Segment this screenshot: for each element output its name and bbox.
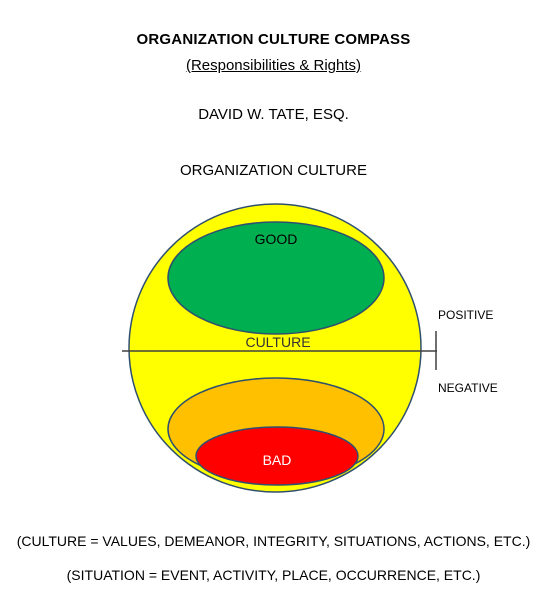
good-label: GOOD xyxy=(255,231,298,247)
author-name: DAVID W. TATE, ESQ. xyxy=(198,106,349,123)
diagram-heading: ORGANIZATION CULTURE xyxy=(180,162,367,179)
positive-label: POSITIVE xyxy=(438,308,493,322)
subtitle-text: (Responsibilities & Rights) xyxy=(185,57,362,74)
negative-label: NEGATIVE xyxy=(438,381,498,395)
page-subtitle: (Responsibilities & Rights) xyxy=(0,57,547,74)
bad-ellipse xyxy=(195,426,359,486)
situation-definition-note: (SITUATION = EVENT, ACTIVITY, PLACE, OCC… xyxy=(66,567,481,583)
bad-label: BAD xyxy=(263,452,292,468)
good-ellipse xyxy=(167,221,385,335)
page-title: ORGANIZATION CULTURE COMPASS xyxy=(136,31,411,48)
culture-label: CULTURE xyxy=(245,334,310,350)
culture-definition-note: (CULTURE = VALUES, DEMEANOR, INTEGRITY, … xyxy=(16,533,531,549)
